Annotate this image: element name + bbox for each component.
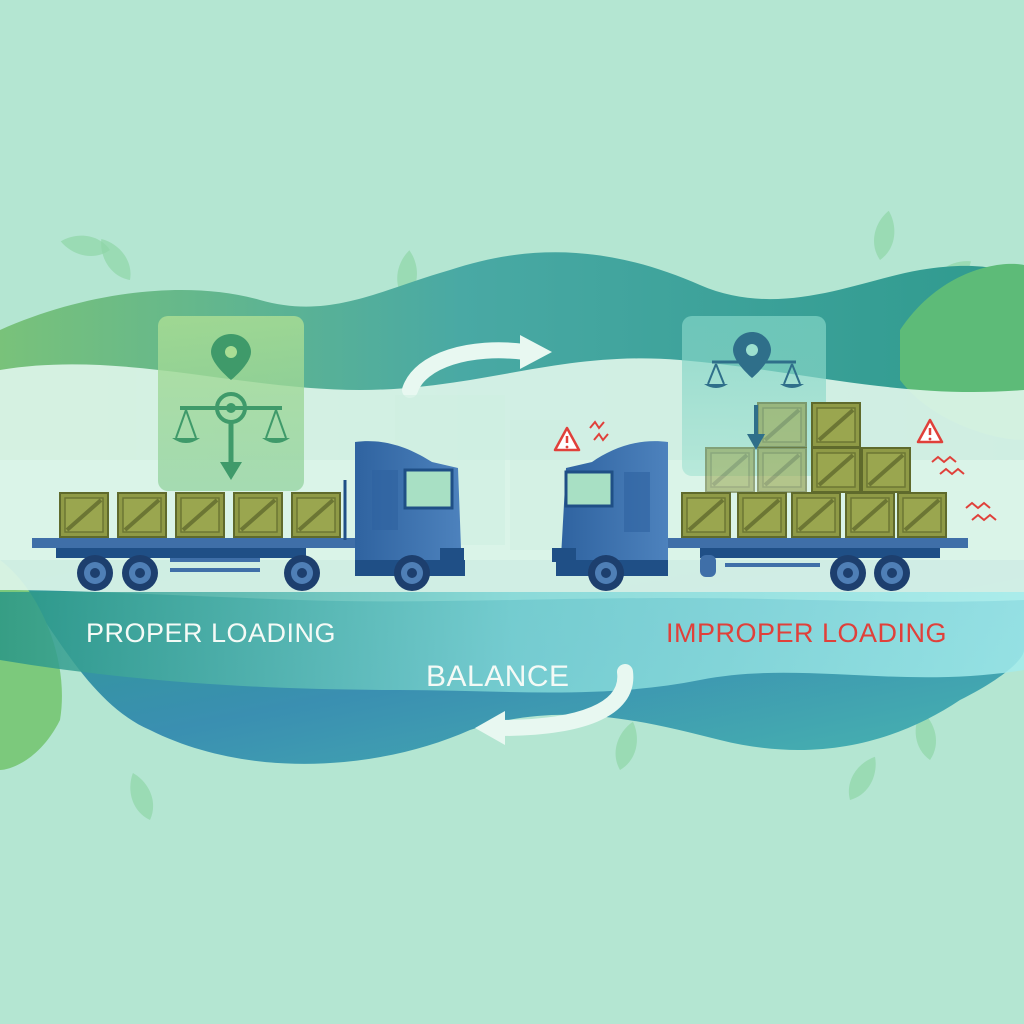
location-pin-icon xyxy=(211,334,251,380)
improper-loading-label: IMPROPER LOADING xyxy=(666,618,948,648)
trailer-deck xyxy=(660,538,968,548)
location-pin-icon xyxy=(733,332,771,378)
curved-arrow-head xyxy=(520,335,552,369)
proper-loading-truck xyxy=(32,316,465,591)
proper-loading-label: PROPER LOADING xyxy=(86,618,337,648)
wheel xyxy=(874,555,910,591)
balance-scale-icon xyxy=(172,392,290,443)
wheel xyxy=(830,555,866,591)
down-arrow-icon xyxy=(220,422,242,480)
balance-scale-icon xyxy=(704,360,804,388)
wheel xyxy=(394,555,430,591)
caption-band xyxy=(0,592,1024,693)
improper-loading-truck xyxy=(552,316,997,591)
crate-row xyxy=(58,491,342,539)
wheel xyxy=(284,555,320,591)
vibration-marks xyxy=(589,420,997,522)
truck-cab xyxy=(355,441,465,576)
trailer-frame xyxy=(56,548,306,558)
trailer-frame xyxy=(700,548,940,558)
balance-label: BALANCE xyxy=(426,660,570,693)
wheel xyxy=(77,555,113,591)
curved-arrow-icon xyxy=(492,664,634,736)
wheel xyxy=(122,555,158,591)
truck-cab xyxy=(552,441,668,576)
curved-arrow-head xyxy=(475,711,505,745)
down-arrow-icon xyxy=(747,405,765,450)
wheel xyxy=(588,555,624,591)
curved-arrow-icon xyxy=(402,342,533,398)
trailer-deck xyxy=(32,538,362,548)
